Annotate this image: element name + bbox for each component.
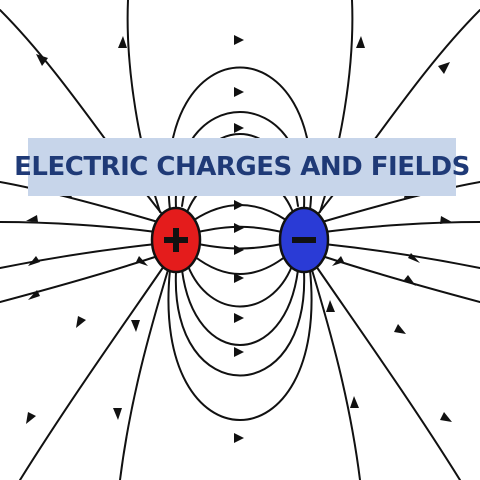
plus-icon [164, 228, 188, 252]
field-line [0, 243, 157, 269]
negative-charge [278, 206, 330, 274]
field-line [321, 181, 480, 223]
field-line [315, 265, 461, 480]
field-line [323, 221, 480, 233]
field-line [174, 271, 306, 377]
field-line [0, 221, 157, 233]
field-line [0, 181, 159, 223]
field-line [119, 269, 169, 480]
field-line [181, 269, 299, 346]
title-banner: ELECTRIC CHARGES AND FIELDS [14, 138, 470, 196]
field-line [197, 243, 283, 250]
field-line [193, 255, 287, 275]
field-line [19, 265, 165, 480]
field-line [311, 269, 361, 480]
field-line [193, 204, 287, 221]
field-line [187, 265, 293, 308]
arrow-icon [26, 35, 452, 443]
page-title: ELECTRIC CHARGES AND FIELDS [14, 152, 470, 182]
field-line [167, 269, 313, 421]
positive-charge [150, 206, 202, 274]
minus-icon [292, 237, 316, 243]
field-line [323, 243, 480, 269]
